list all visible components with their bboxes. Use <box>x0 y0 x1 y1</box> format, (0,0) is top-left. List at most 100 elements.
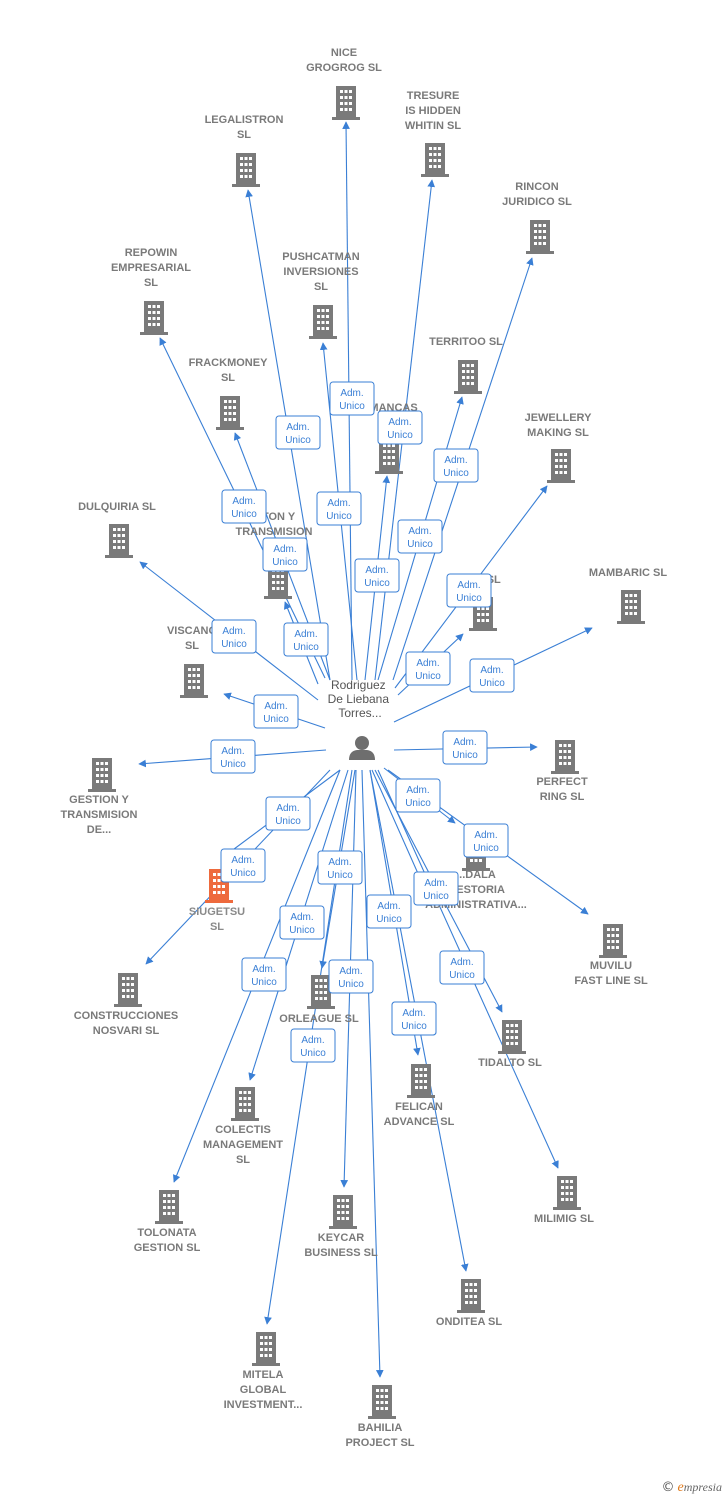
edge-badge-adm-unico[interactable]: Adm.Unico <box>442 730 488 765</box>
company-label-line: PERFECT <box>536 776 588 788</box>
badge-box <box>290 1028 336 1063</box>
badge-role-line: Unico <box>326 511 352 522</box>
badge-box <box>253 694 299 729</box>
edge-badge-adm-unico[interactable]: Adm.Unico <box>265 796 311 831</box>
edge-badge-adm-unico[interactable]: Adm.Unico <box>366 894 412 929</box>
edge-badge-adm-unico[interactable]: Adm.Unico <box>211 619 257 654</box>
badge-box <box>275 415 321 450</box>
edge-badge-adm-unico[interactable]: Adm.Unico <box>221 489 267 524</box>
edge-badge-adm-unico[interactable]: Adm.Unico <box>220 848 266 883</box>
edge-badge-adm-unico[interactable]: Adm.Unico <box>446 573 492 608</box>
company-label-line: MANAGEMENT <box>203 1139 283 1151</box>
company-node-orleague[interactable]: ORLEAGUE SL <box>279 975 359 1025</box>
edge-badge-adm-unico[interactable]: Adm.Unico <box>463 823 509 858</box>
badge-role-line: Adm. <box>231 855 254 866</box>
badge-box <box>439 950 485 985</box>
building-icon <box>216 396 244 430</box>
edge-badge-adm-unico[interactable]: Adm.Unico <box>405 651 451 686</box>
badge-role-line: Adm. <box>294 629 317 640</box>
badge-role-line: Unico <box>275 816 301 827</box>
edge-badge-adm-unico[interactable]: Adm.Unico <box>377 410 423 445</box>
edge-badge-adm-unico[interactable]: Adm.Unico <box>275 415 321 450</box>
brand-initial: e <box>677 1480 684 1495</box>
edge-badge-adm-unico[interactable]: Adm.Unico <box>290 1028 336 1063</box>
edge-badge-adm-unico[interactable]: Adm.Unico <box>397 519 443 554</box>
badge-role-line: Unico <box>339 401 365 412</box>
badge-role-line: Adm. <box>453 737 476 748</box>
badge-box <box>433 448 479 483</box>
edge-badge-adm-unico[interactable]: Adm.Unico <box>328 959 374 994</box>
edge-badge-adm-unico[interactable]: Adm.Unico <box>317 850 363 885</box>
badge-role-line: Unico <box>251 977 277 988</box>
edge-badge-adm-unico[interactable]: Adm.Unico <box>413 871 459 906</box>
edge-badge-adm-unico[interactable]: Adm.Unico <box>279 905 325 940</box>
edge-badge-adm-unico[interactable]: Adm.Unico <box>354 558 400 593</box>
badge-role-line: Adm. <box>290 912 313 923</box>
company-node-milimig[interactable]: MILIMIG SL <box>534 1176 594 1225</box>
company-label-line: MITELA <box>243 1369 284 1381</box>
building-icon <box>457 1279 485 1313</box>
badge-role-line: Adm. <box>377 901 400 912</box>
company-node-dulquiria[interactable]: DULQUIRIA SL <box>78 501 156 558</box>
edge-badge-adm-unico[interactable]: Adm.Unico <box>329 381 375 416</box>
company-label-line: SL <box>185 640 199 652</box>
edge-badge-adm-unico[interactable]: Adm.Unico <box>439 950 485 985</box>
edge-badge-adm-unico[interactable]: Adm.Unico <box>241 957 287 992</box>
badge-box <box>265 796 311 831</box>
company-label-line: TRANSMISION <box>236 526 313 538</box>
edge-badge-adm-unico[interactable]: Adm.Unico <box>469 658 515 693</box>
company-label-line: SL <box>221 372 235 384</box>
company-node-tidalto[interactable]: TIDALTO SL <box>478 1020 542 1069</box>
edge-badge-adm-unico[interactable]: Adm.Unico <box>391 1001 437 1036</box>
company-label-line: PUSHCATMAN <box>282 251 359 263</box>
center-node[interactable]: Rodriguez De Liebana Torres... <box>328 678 393 760</box>
company-label-line: SL <box>314 281 328 293</box>
badge-role-line: Unico <box>456 593 482 604</box>
badge-role-line: Adm. <box>402 1008 425 1019</box>
company-label-line: TIDALTO SL <box>478 1057 542 1069</box>
edge-badge-adm-unico[interactable]: Adm.Unico <box>253 694 299 729</box>
badge-role-line: Unico <box>293 642 319 653</box>
company-label-line: RING SL <box>540 791 585 803</box>
company-node-territoo[interactable]: TERRITOO SL <box>429 336 503 394</box>
edge-badge-adm-unico[interactable]: Adm.Unico <box>262 537 308 572</box>
edge-badge-adm-unico[interactable]: Adm.Unico <box>210 739 256 774</box>
building-icon <box>454 360 482 394</box>
building-icon <box>232 153 260 187</box>
company-node-mambaric[interactable]: MAMBARIC SL <box>589 567 667 624</box>
edges-layer <box>138 121 593 1378</box>
edge-badge-adm-unico[interactable]: Adm. Unico <box>283 622 329 657</box>
company-label-line: GROGROG SL <box>306 62 382 74</box>
company-node-perfect[interactable]: PERFECT RING SL <box>536 740 588 803</box>
badge-box <box>463 823 509 858</box>
edge-badge-adm-unico[interactable]: Adm.Unico <box>395 778 441 813</box>
company-node-onditea[interactable]: ONDITEA SL <box>436 1279 502 1328</box>
company-label-line: TRANSMISION <box>61 809 138 821</box>
edge-badge-adm-unico[interactable]: Adm.Unico <box>316 491 362 526</box>
edge-badge-adm-unico[interactable]: Adm.Unico <box>433 448 479 483</box>
